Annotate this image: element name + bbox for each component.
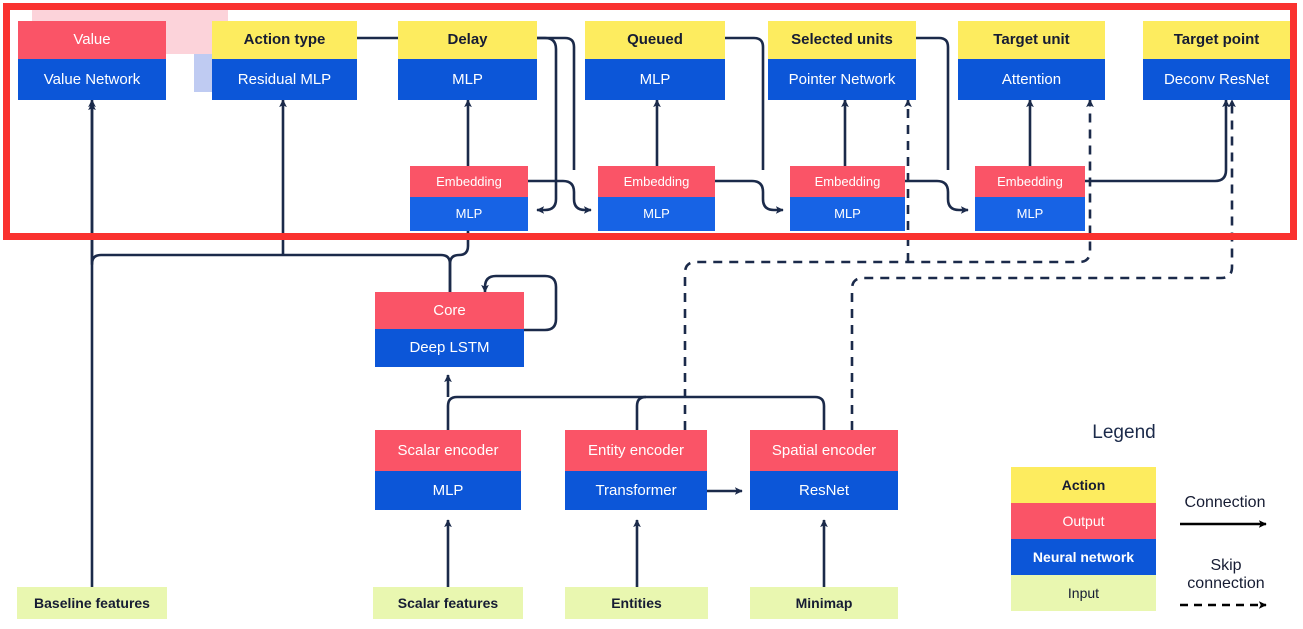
- input-baseline-features[interactable]: Baseline features: [17, 587, 167, 619]
- node-spatial-encoder[interactable]: Spatial encoder ResNet: [750, 430, 898, 510]
- node-core-cap: Core: [375, 292, 524, 329]
- input-entities[interactable]: Entities: [565, 587, 708, 619]
- node-value[interactable]: Value Value Network: [18, 21, 166, 100]
- node-embedding-1[interactable]: Embedding MLP: [410, 166, 528, 231]
- legend-title: Legend: [1092, 422, 1156, 443]
- node-spatial-encoder-cap: Spatial encoder: [750, 430, 898, 471]
- node-action-type[interactable]: Action type Residual MLP: [212, 21, 357, 100]
- node-embedding-4[interactable]: Embedding MLP: [975, 166, 1085, 231]
- input-minimap[interactable]: Minimap: [750, 587, 898, 619]
- node-embedding-2-cap: Embedding: [598, 166, 715, 197]
- legend-swatch-neural-network: Neural network: [1011, 539, 1156, 575]
- node-embedding-1-body: MLP: [410, 197, 528, 231]
- node-queued-cap: Queued: [585, 21, 725, 59]
- node-delay[interactable]: Delay MLP: [398, 21, 537, 100]
- node-embedding-3[interactable]: Embedding MLP: [790, 166, 905, 231]
- node-entity-encoder-body: Transformer: [565, 471, 707, 510]
- legend-swatch-action: Action: [1011, 467, 1156, 503]
- node-value-cap: Value: [18, 21, 166, 59]
- node-embedding-4-body: MLP: [975, 197, 1085, 231]
- node-target-point-cap: Target point: [1143, 21, 1290, 59]
- node-queued-body: MLP: [585, 59, 725, 100]
- node-action-type-cap: Action type: [212, 21, 357, 59]
- node-embedding-2[interactable]: Embedding MLP: [598, 166, 715, 231]
- node-entity-encoder[interactable]: Entity encoder Transformer: [565, 430, 707, 510]
- input-scalar-features[interactable]: Scalar features: [373, 587, 523, 619]
- node-action-type-body: Residual MLP: [212, 59, 357, 100]
- node-delay-cap: Delay: [398, 21, 537, 59]
- node-embedding-3-body: MLP: [790, 197, 905, 231]
- node-target-unit-body: Attention: [958, 59, 1105, 100]
- node-target-unit-cap: Target unit: [958, 21, 1105, 59]
- node-queued[interactable]: Queued MLP: [585, 21, 725, 100]
- node-selected-units[interactable]: Selected units Pointer Network: [768, 21, 916, 100]
- node-embedding-1-cap: Embedding: [410, 166, 528, 197]
- node-selected-units-body: Pointer Network: [768, 59, 916, 100]
- node-target-point-body: Deconv ResNet: [1143, 59, 1290, 100]
- node-scalar-encoder-body: MLP: [375, 471, 521, 510]
- node-entity-encoder-cap: Entity encoder: [565, 430, 707, 471]
- node-embedding-3-cap: Embedding: [790, 166, 905, 197]
- node-selected-units-cap: Selected units: [768, 21, 916, 59]
- node-target-point[interactable]: Target point Deconv ResNet: [1143, 21, 1290, 100]
- node-target-unit[interactable]: Target unit Attention: [958, 21, 1105, 100]
- node-spatial-encoder-body: ResNet: [750, 471, 898, 510]
- node-core[interactable]: Core Deep LSTM: [375, 292, 524, 367]
- node-scalar-encoder-cap: Scalar encoder: [375, 430, 521, 471]
- node-embedding-2-body: MLP: [598, 197, 715, 231]
- node-core-body: Deep LSTM: [375, 329, 524, 367]
- legend-label-skip-connection: Skip connection: [1187, 557, 1265, 593]
- legend-label-connection: Connection: [1184, 494, 1266, 511]
- node-embedding-4-cap: Embedding: [975, 166, 1085, 197]
- node-scalar-encoder[interactable]: Scalar encoder MLP: [375, 430, 521, 510]
- node-delay-body: MLP: [398, 59, 537, 100]
- legend-swatch-output: Output: [1011, 503, 1156, 539]
- legend-swatch-input: Input: [1011, 575, 1156, 611]
- node-value-body: Value Network: [18, 59, 166, 100]
